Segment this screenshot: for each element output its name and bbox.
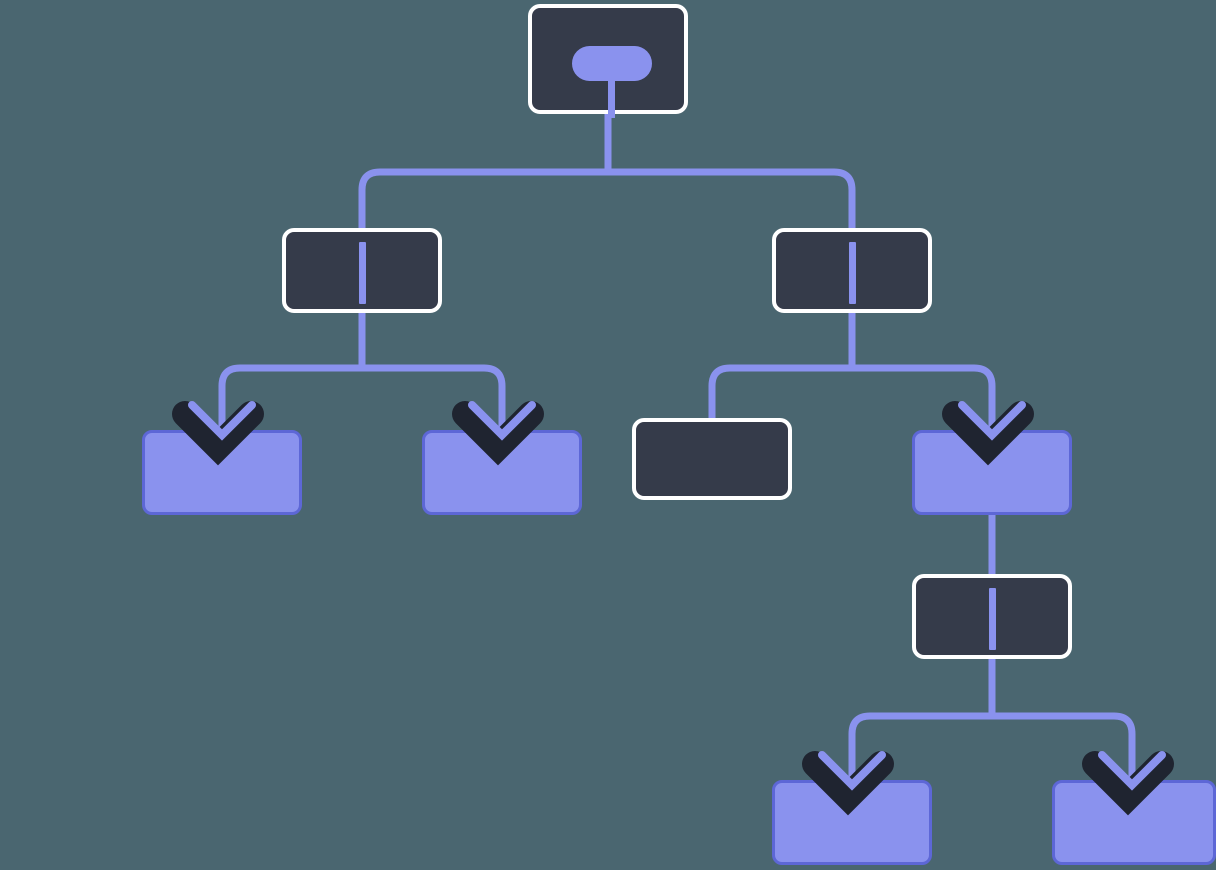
edge-level1-left-to-level2-a [218, 228, 366, 438]
node-level2-a[interactable] [142, 430, 302, 515]
edge-root-to-level1-right [608, 168, 856, 313]
node-level1-left[interactable] [282, 228, 442, 313]
edge-level1-right-to-level2-c [708, 228, 856, 420]
node-level2-d[interactable] [912, 430, 1072, 515]
root-node[interactable] [528, 4, 688, 118]
edge-level3-a-to-level4-b [992, 712, 1136, 788]
edge-level1-right-to-level2-d [852, 364, 996, 438]
node-level1-right-passthrough-line [849, 242, 856, 304]
edge-level3-a-to-level4-a [848, 574, 996, 788]
root-pill-icon [572, 46, 652, 81]
edge-root-to-level1-left [358, 40, 612, 313]
node-level1-left-passthrough-line [359, 242, 366, 304]
node-level3-a-passthrough-line [989, 588, 996, 650]
node-level4-a[interactable] [772, 780, 932, 865]
node-level2-b[interactable] [422, 430, 582, 515]
root-pill-stem-icon [608, 76, 615, 118]
node-level2-c[interactable] [632, 418, 792, 500]
edge-level1-left-to-level2-b [362, 364, 506, 438]
node-level1-right[interactable] [772, 228, 932, 313]
node-level4-b[interactable] [1052, 780, 1216, 865]
node-level3-a[interactable] [912, 574, 1072, 659]
